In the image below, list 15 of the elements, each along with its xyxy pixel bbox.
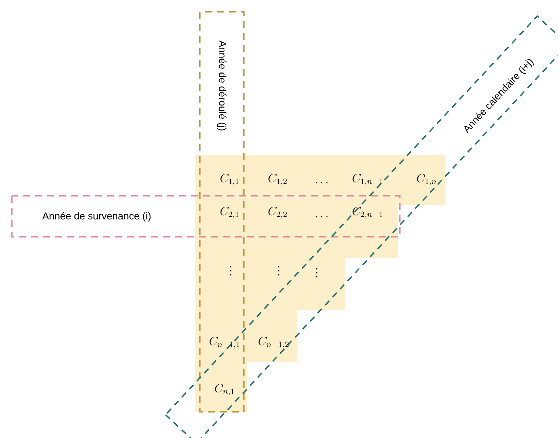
ellipsis: $\vdots$ [230,266,232,276]
matrix-entry: $C_{1,1}$ [220,174,239,186]
ellipsis: $\vdots$ [316,268,318,278]
matrix-entry: $C_{1,n}$ [417,174,437,186]
matrix-entry: $C_{1,2}$ [268,174,287,186]
ellipsis: $\dots$ [316,216,328,218]
matrix-entry: $C_{2,2}$ [268,206,287,219]
matrix-entry: $C_{n-1,1}$ [210,336,240,349]
ellipsis: $\dots$ [316,182,328,184]
matrix-entry: $C_{2,n-1}$ [352,206,383,219]
matrix-entry: $C_{1,n-1}$ [352,174,383,186]
matrix-entry: $C_{2,1}$ [220,206,239,219]
matrix-entry: $C_{n,1}$ [215,384,234,396]
ellipsis: $\vdots$ [278,266,280,276]
matrix-entry: $C_{n-1,2}$ [258,336,289,349]
